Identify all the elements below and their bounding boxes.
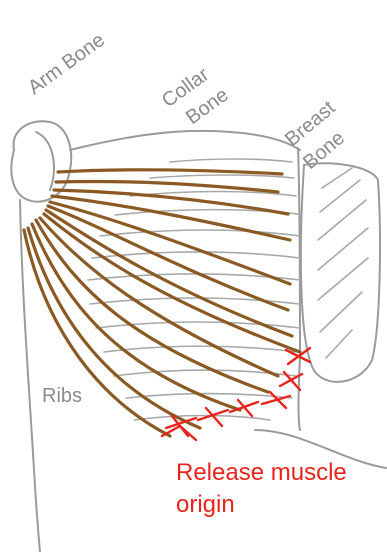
release-note-line1: Release muscle [176,459,347,486]
arm-bone-label: Arm Bone [24,29,109,99]
breast-bone [301,163,380,382]
ribs-label: Ribs [42,385,82,407]
release-note-line2: origin [176,491,235,518]
